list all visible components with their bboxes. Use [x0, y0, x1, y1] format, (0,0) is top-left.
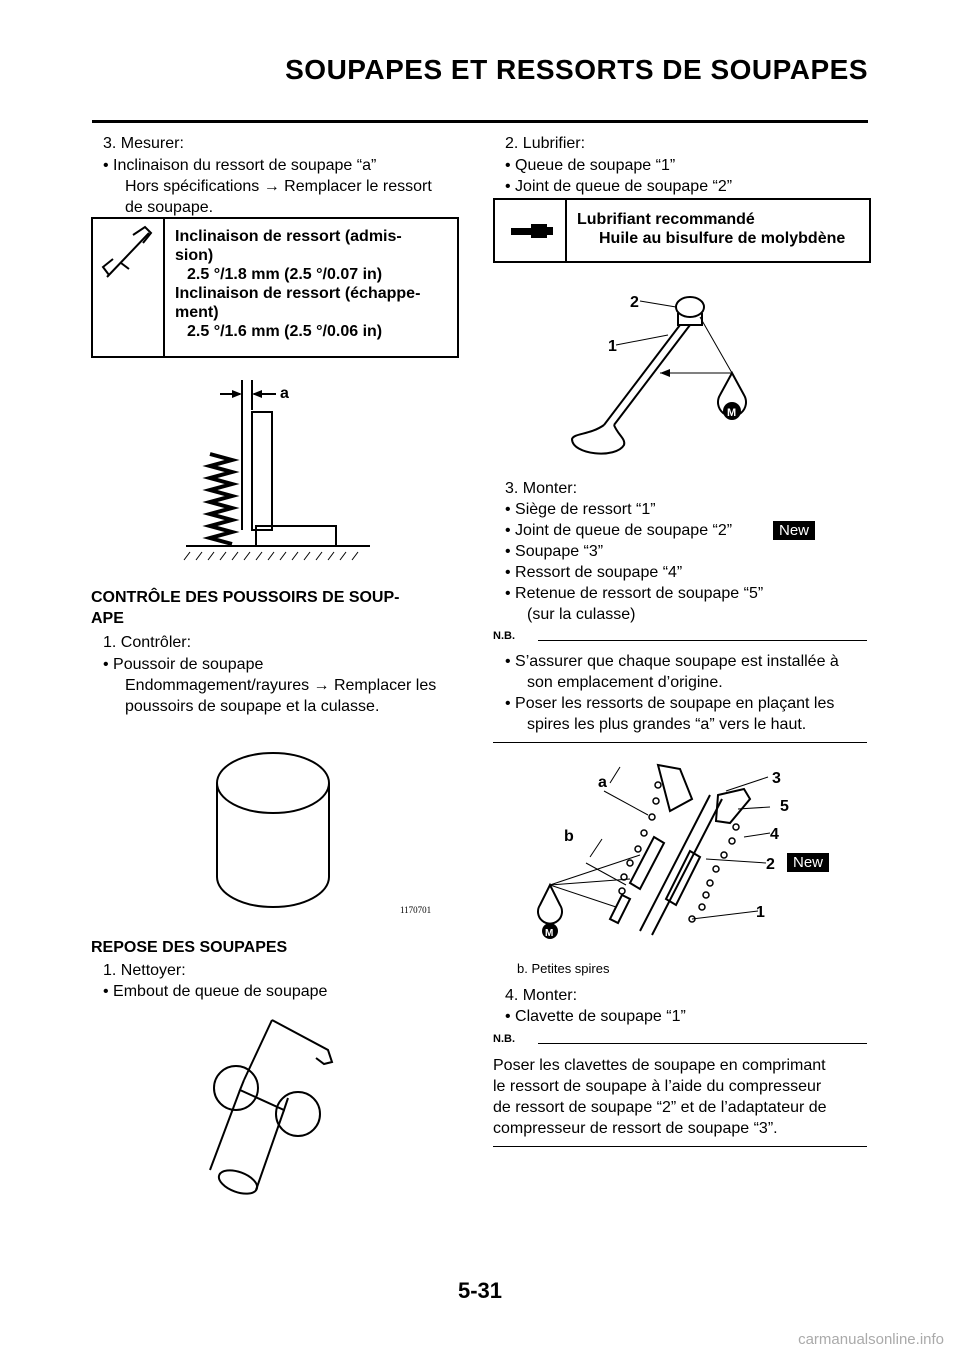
- section1-bullet: • Poussoir de soupape: [103, 656, 264, 673]
- page-number: 5-31: [457, 1278, 503, 1303]
- nb1-line-3: • Poser les ressorts de soupape en plaça…: [505, 695, 835, 712]
- nb-label-1: N.B.: [493, 630, 515, 642]
- nb-rule-1-bottom: [493, 742, 867, 743]
- valve-assembly-figure: M a b 3 5 4 2 1: [537, 763, 789, 939]
- spec-box: Inclinaison de ressort (admis- sion) 2.5…: [91, 217, 459, 358]
- fig4-label-3: 3: [772, 770, 781, 787]
- section2-title: REPOSE DES SOUPAPES: [91, 939, 288, 956]
- fig4-caption: b. Petites spires: [517, 961, 610, 976]
- lubricant-line-2: Huile au bisulfure de molybdène: [599, 230, 846, 247]
- fig3-label-1: 1: [608, 338, 617, 355]
- fig4-label-a: a: [598, 774, 607, 791]
- fig3-m: M: [727, 407, 736, 419]
- fig3-label-2: 2: [630, 294, 639, 311]
- nb2-line-1: Poser les clavettes de soupape en compri…: [493, 1057, 826, 1074]
- fig4-m: M: [545, 928, 553, 939]
- section1-line2: Endommagement/rayures → Remplacer les: [125, 677, 437, 694]
- spec-line-6: 2.5 °/1.6 mm (2.5 °/0.06 in): [187, 323, 383, 340]
- valve-lifter-figure: 1170701: [216, 752, 431, 915]
- fig4-label-4: 4: [770, 826, 779, 843]
- nb2-line-2: le ressort de soupape à l’aide du compre…: [493, 1078, 822, 1095]
- oil-can-icon: [511, 224, 553, 238]
- spec-body: Inclinaison de ressort (admis- sion) 2.5…: [175, 227, 420, 341]
- new-badge: New: [773, 521, 816, 540]
- section1-step1: 1. Contrôler:: [103, 634, 192, 651]
- page-title: SOUPAPES ET RESSORTS DE SOUPAPES: [285, 54, 868, 85]
- step3-line2: Hors spécifications → Remplacer le resso…: [125, 178, 432, 195]
- nb1-line-4: spires les plus grandes “a” vers le haut…: [527, 716, 807, 733]
- valve-stem-end-figure: [209, 1019, 334, 1195]
- nb2-line-4: compresseur de ressort de soupape “3”.: [493, 1120, 778, 1137]
- step3-install-label: 3. Monter:: [505, 480, 578, 497]
- spec-line-5: ment): [175, 304, 219, 321]
- step3-install-bullet-4: • Ressort de soupape “4”: [505, 564, 683, 581]
- step3-install-bullet-1: • Siège de ressort “1”: [505, 501, 656, 518]
- step2-bullet-1: • Queue de soupape “1”: [505, 157, 676, 174]
- footer-watermark[interactable]: carmanualsonline.info: [798, 1331, 944, 1348]
- step3-install-bullet-5b: (sur la culasse): [527, 606, 636, 623]
- step4-label: 4. Monter:: [505, 987, 578, 1004]
- fig4-label-5: 5: [780, 798, 789, 815]
- fig1-label-a: a: [280, 385, 289, 402]
- spec-line-2: sion): [175, 247, 214, 264]
- spec-line-1: Inclinaison de ressort (admis-: [175, 228, 402, 245]
- valve-lubrication-figure: M 2 1: [570, 294, 747, 455]
- section1-line3: poussoirs de soupape et la culasse.: [125, 698, 380, 715]
- step3-install-bullet-3: • Soupape “3”: [505, 543, 604, 560]
- header-rule: [92, 120, 868, 123]
- nb-rule-2-bottom: [493, 1146, 867, 1147]
- caliper-icon-cell: [93, 219, 165, 356]
- nb1-line-1: • S’assurer que chaque soupape est insta…: [505, 653, 839, 670]
- spec-line-3: 2.5 °/1.8 mm (2.5 °/0.07 in): [187, 266, 383, 283]
- nb-label-2: N.B.: [493, 1033, 515, 1045]
- step4-bullet-1: • Clavette de soupape “1”: [505, 1008, 686, 1025]
- section2-bullet: • Embout de queue de soupape: [103, 983, 328, 1000]
- fig4-label-2: 2: [766, 856, 775, 873]
- fig4-label-b: b: [564, 828, 574, 845]
- section1-title-2: APE: [91, 610, 124, 627]
- nb-rule-1-top: [538, 640, 867, 641]
- step2-bullet-2: • Joint de queue de soupape “2”: [505, 178, 733, 195]
- step3-install-bullet-5: • Retenue de ressort de soupape “5”: [505, 585, 764, 602]
- lubricant-body: Lubrifiant recommandé Huile au bisulfure…: [577, 210, 845, 248]
- step2-label: 2. Lubrifier:: [505, 135, 586, 152]
- spec-line-4: Inclinaison de ressort (échappe-: [175, 285, 421, 302]
- lubricant-line-1: Lubrifiant recommandé: [577, 211, 755, 228]
- nb1-line-2: son emplacement d’origine.: [527, 674, 723, 691]
- section2-step1: 1. Nettoyer:: [103, 962, 186, 979]
- step3-line3: de soupape.: [125, 199, 214, 216]
- nb-rule-2-top: [538, 1043, 867, 1044]
- lubricant-box: Lubrifiant recommandé Huile au bisulfure…: [493, 198, 871, 263]
- spring-tilt-figure: a: [183, 380, 370, 561]
- nb2-line-3: de ressort de soupape “2” et de l’adapta…: [493, 1099, 827, 1116]
- section1-title-1: CONTRÔLE DES POUSSOIRS DE SOUP-: [91, 589, 400, 606]
- new-badge-figure: New: [787, 853, 830, 872]
- step3-label: 3. Mesurer:: [103, 135, 184, 152]
- fig2-code: 1170701: [400, 905, 431, 915]
- step3-install-bullet-2: • Joint de queue de soupape “2”: [505, 522, 733, 539]
- fig4-label-1: 1: [756, 904, 765, 921]
- step3-bullet: • Inclinaison du ressort de soupape “a”: [103, 157, 377, 174]
- oil-can-icon-cell: [495, 200, 567, 261]
- caliper-icon: [101, 225, 153, 278]
